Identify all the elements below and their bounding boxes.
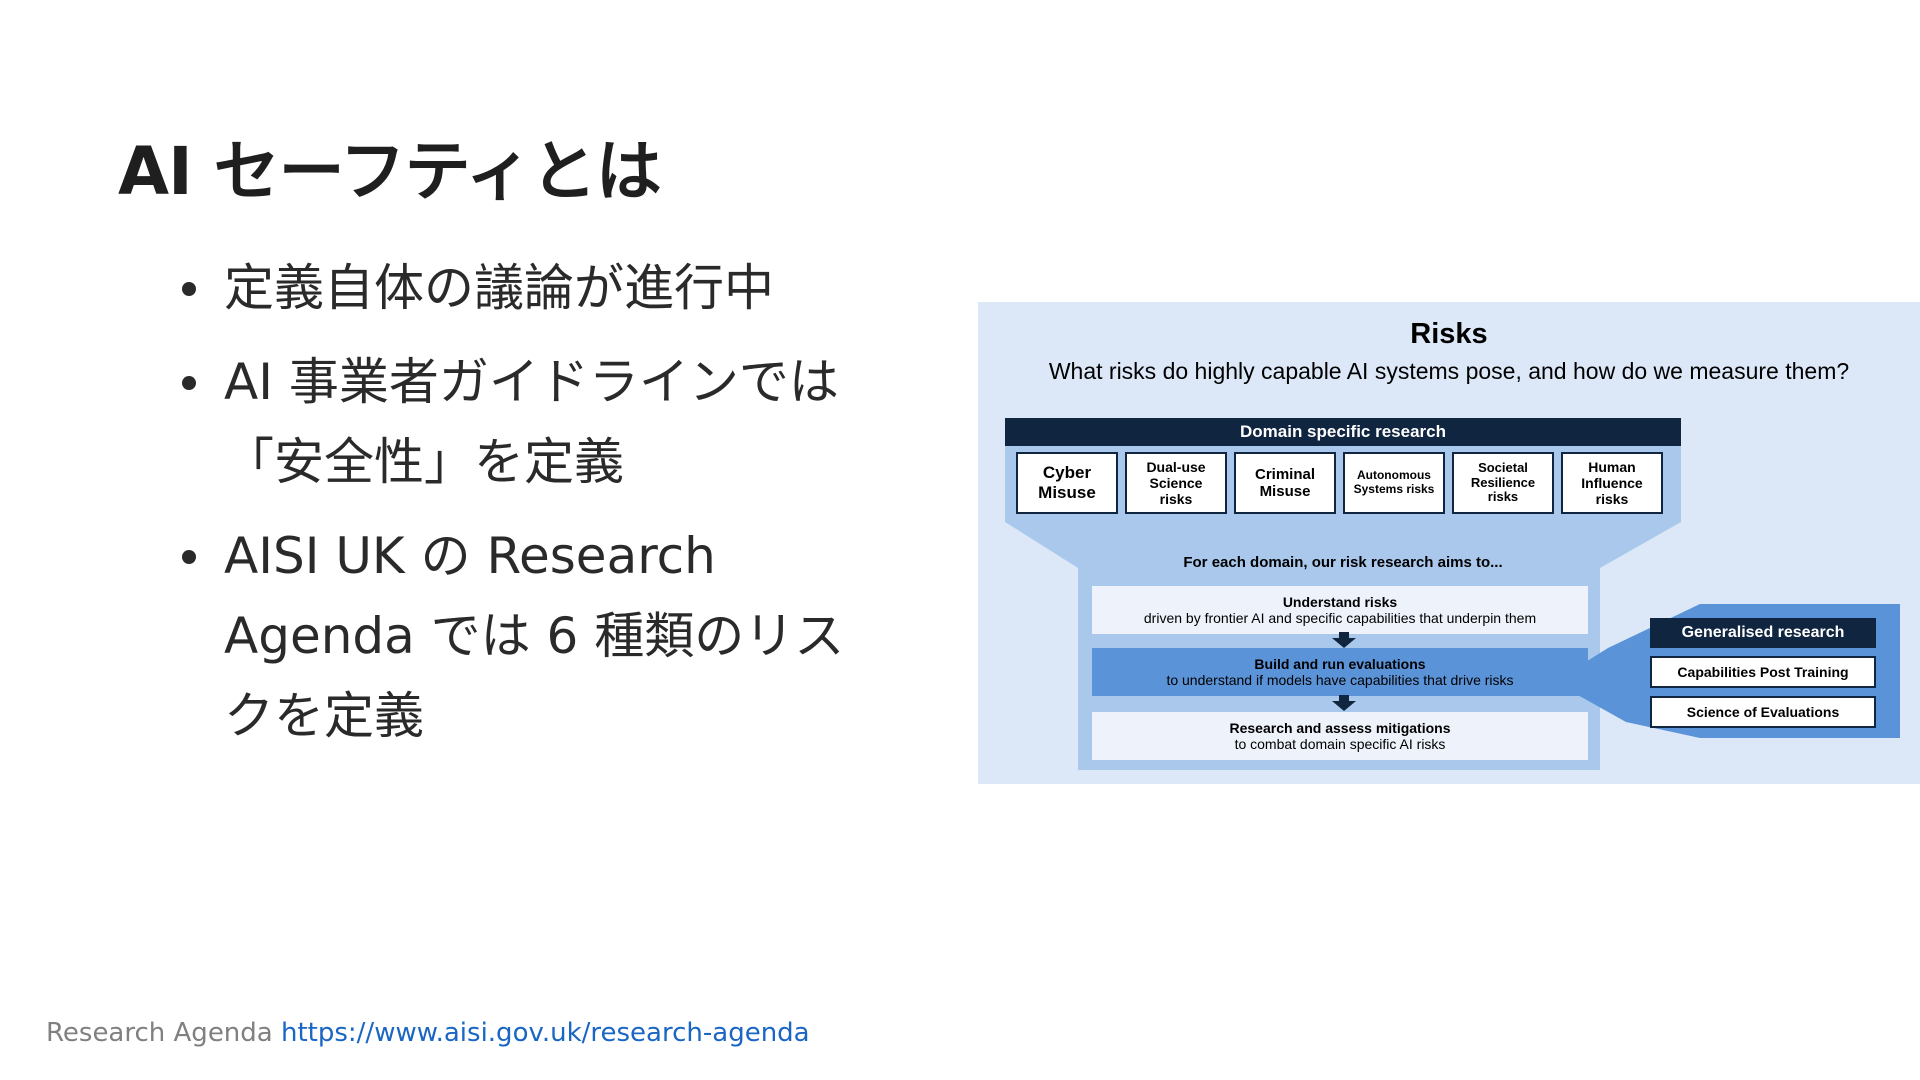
domain-box: Human Influence risks — [1561, 452, 1663, 514]
footer-label: Research Agenda — [46, 1018, 273, 1048]
risks-diagram: Risks What risks do highly capable AI sy… — [978, 302, 1920, 784]
generalised-item: Science of Evaluations — [1650, 696, 1876, 728]
domain-box: Societal Resilience risks — [1452, 452, 1554, 514]
step-desc: to understand if models have capabilitie… — [1166, 672, 1514, 688]
domain-box: Dual-use Science risks — [1125, 452, 1227, 514]
step-title: Understand risks — [1282, 594, 1398, 610]
step-understand-risks: Understand risks driven by frontier AI a… — [1092, 586, 1588, 634]
bullet-item: AI 事業者ガイドラインでは「安全性」を定義 — [170, 342, 850, 502]
domain-box: Criminal Misuse — [1234, 452, 1336, 514]
step-title: Build and run evaluations — [1254, 656, 1426, 672]
bullet-item: AISI UK の Research Agenda では 6 種類のリスクを定義 — [170, 516, 850, 756]
step-build-evaluations: Build and run evaluations to understand … — [1092, 648, 1588, 696]
step-title: Research and assess mitigations — [1229, 720, 1451, 736]
footer-reference: Research Agenda https://www.aisi.gov.uk/… — [46, 1018, 810, 1048]
step-desc: to combat domain specific AI risks — [1234, 736, 1446, 752]
generalised-item: Capabilities Post Training — [1650, 656, 1876, 688]
generalised-header: Generalised research — [1650, 618, 1876, 648]
domain-header: Domain specific research — [1005, 418, 1681, 446]
arrow-down-icon — [1332, 632, 1356, 648]
bullet-item: 定義自体の議論が進行中 — [170, 248, 850, 328]
figure-title: Risks — [1410, 318, 1488, 350]
slide-title: AI セーフティとは — [118, 133, 662, 210]
step-desc: driven by frontier AI and specific capab… — [1143, 610, 1537, 626]
figure-subtitle: What risks do highly capable AI systems … — [1048, 358, 1850, 384]
domain-box: Autonomous Systems risks — [1343, 452, 1445, 514]
aims-label: For each domain, our risk research aims … — [1183, 554, 1503, 571]
bullet-list: 定義自体の議論が進行中 AI 事業者ガイドラインでは「安全性」を定義 AISI … — [170, 248, 850, 770]
step-mitigations: Research and assess mitigations to comba… — [1092, 712, 1588, 760]
research-agenda-link[interactable]: https://www.aisi.gov.uk/research-agenda — [281, 1018, 810, 1048]
domain-box: Cyber Misuse — [1016, 452, 1118, 514]
arrow-down-icon — [1332, 695, 1356, 711]
